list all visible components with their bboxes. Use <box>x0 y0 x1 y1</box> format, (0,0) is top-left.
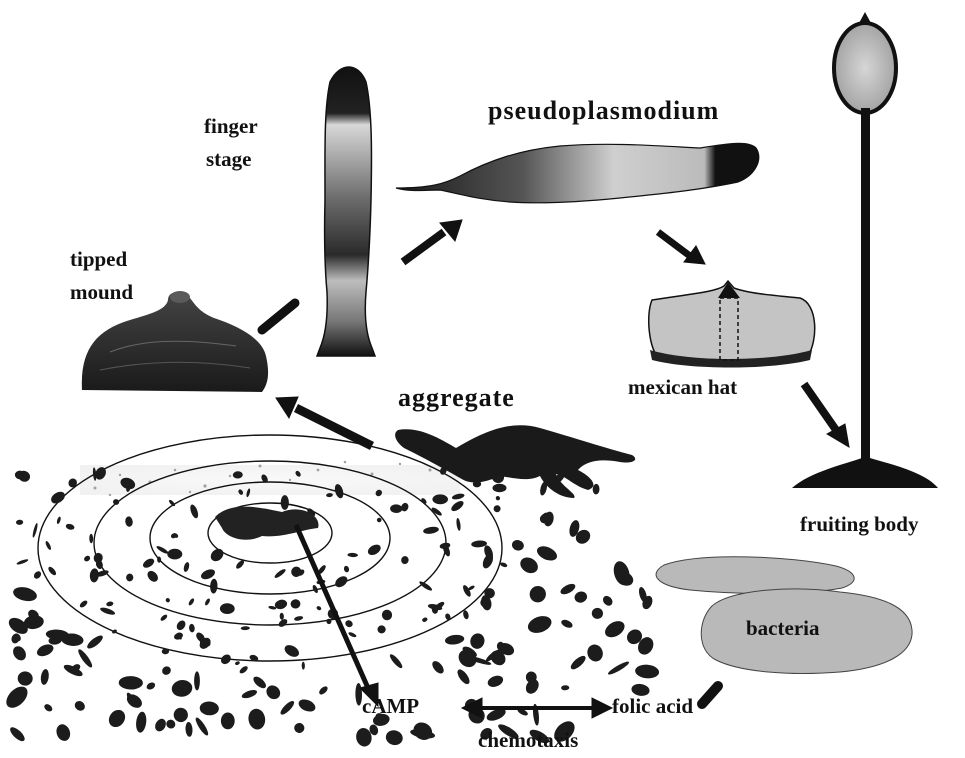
pseudoplasmodium-shape <box>396 143 759 202</box>
label-camp: cAMP <box>362 694 419 719</box>
label-tipped: tipped <box>70 247 127 272</box>
fruiting-body-shape <box>792 12 938 488</box>
label-aggregate: aggregate <box>398 383 515 413</box>
tipped-mound-shape <box>82 291 268 392</box>
label-mound: mound <box>70 280 133 305</box>
label-mexican-hat: mexican hat <box>628 375 737 400</box>
mexican-hat-shape <box>649 281 815 368</box>
label-fruiting-body: fruiting body <box>800 512 918 537</box>
finger-stage-shape <box>317 67 375 356</box>
label-finger: finger <box>204 114 258 139</box>
aggregation-field-speckle <box>80 461 460 496</box>
label-pseudoplasmodium: pseudoplasmodium <box>488 96 719 126</box>
label-bacteria: bacteria <box>746 616 819 641</box>
label-stage: stage <box>206 147 252 172</box>
label-folic-acid: folic acid <box>612 694 693 719</box>
label-chemotaxis: chemotaxis <box>478 728 578 753</box>
